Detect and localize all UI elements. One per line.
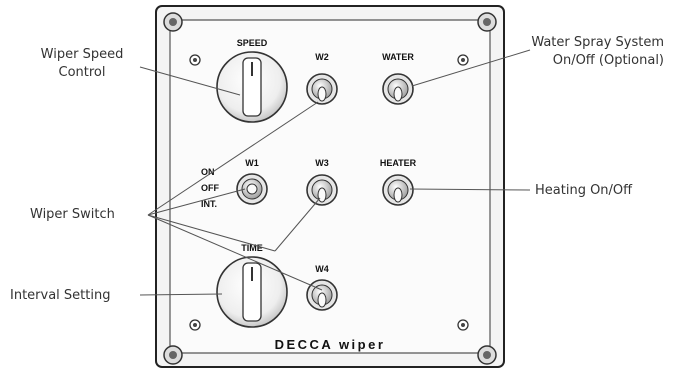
corner-screw-top-left-icon (163, 12, 183, 32)
wiper-junction-leader-line (147, 214, 276, 252)
mount-screw-icon (457, 54, 469, 66)
wiper-speed-callout-line1: Wiper Speed (41, 47, 124, 62)
time-label: TIME (241, 243, 263, 253)
heater-leader-line (409, 188, 531, 191)
brand-logo: DECCA wiper (275, 337, 386, 352)
water-spray-callout-line1: Water Spray System (531, 35, 664, 50)
w1-selector-switch[interactable] (236, 173, 268, 205)
wiper-speed-callout-line2: Control (59, 65, 106, 80)
corner-screw-top-right-icon (477, 12, 497, 32)
mount-screw-icon (189, 54, 201, 66)
w3-toggle-switch[interactable] (306, 174, 338, 206)
wiper-switch-callout: Wiper Switch (30, 207, 115, 222)
wiper-w3-leader-line (274, 197, 321, 252)
corner-screw-bottom-left-icon (163, 345, 183, 365)
wiper-w4-leader-line (147, 214, 323, 291)
corner-screw-bottom-right-icon (477, 345, 497, 365)
w3-label: W3 (315, 158, 329, 168)
mount-screw-icon (457, 319, 469, 331)
interval-setting-callout: Interval Setting (10, 288, 110, 303)
w2-label: W2 (315, 52, 329, 62)
on-position-label: ON (201, 167, 215, 177)
w4-toggle-switch[interactable] (306, 279, 338, 311)
water-label: WATER (382, 52, 414, 62)
heater-label: HEATER (380, 158, 417, 168)
wiper-w1-leader-line (147, 188, 246, 216)
off-position-label: OFF (201, 183, 219, 193)
speed-knob[interactable] (216, 51, 288, 123)
time-knob[interactable] (216, 256, 288, 328)
mount-screw-icon (189, 319, 201, 331)
heater-toggle-switch[interactable] (382, 174, 414, 206)
speed-label: SPEED (237, 38, 268, 48)
water-spray-callout-line2: On/Off (Optional) (553, 53, 664, 68)
w1-label: W1 (245, 158, 259, 168)
interval-leader-line (139, 293, 223, 296)
water-toggle-switch[interactable] (382, 73, 414, 105)
speed-leader-line (139, 66, 241, 96)
wiper-w2-leader-line (147, 101, 319, 216)
water-leader-line (411, 49, 531, 87)
callout-leaders (139, 49, 531, 296)
heating-callout: Heating On/Off (535, 183, 633, 198)
w2-toggle-switch[interactable] (306, 73, 338, 105)
int-position-label: INT. (201, 199, 217, 209)
w4-label: W4 (315, 264, 329, 274)
